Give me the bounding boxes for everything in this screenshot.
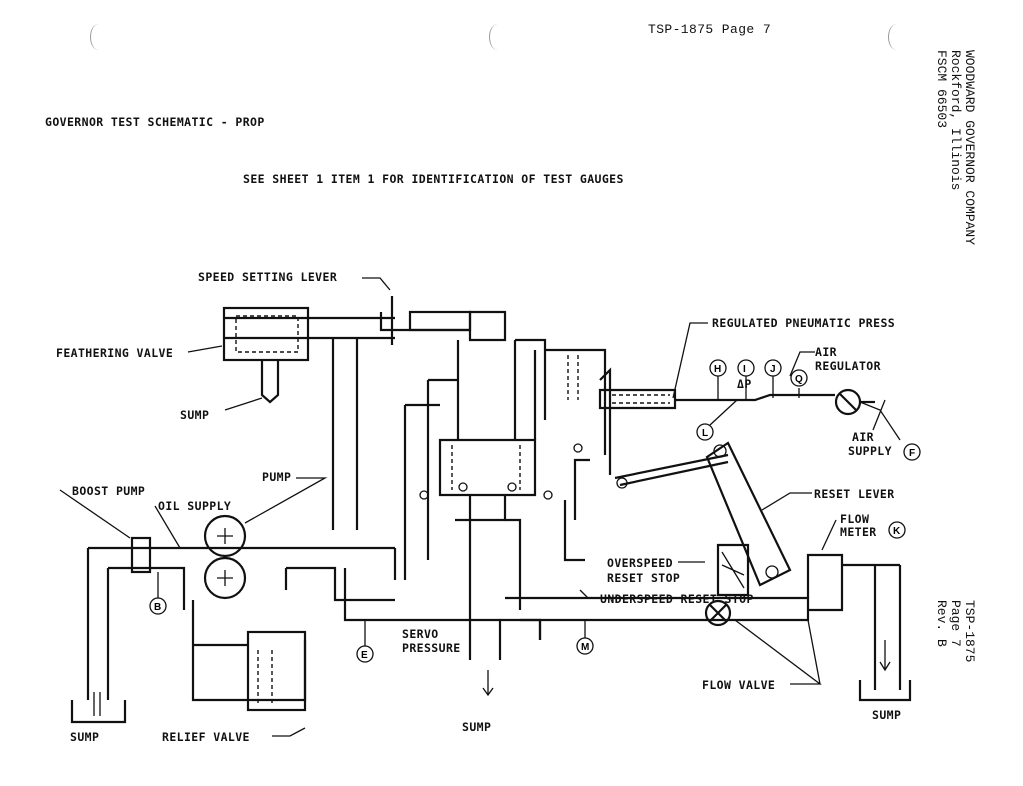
label-servo-pressure-1: SERVO <box>402 627 439 641</box>
revision-block: TSP-1875 Page 7 Rev. B <box>934 600 977 663</box>
company-city: Rockford, Illinois <box>948 50 963 191</box>
company-name: WOODWARD GOVERNOR COMPANY <box>962 50 977 246</box>
gauge-b: B <box>154 602 161 613</box>
label-sump-right: SUMP <box>872 708 902 722</box>
label-sump-top: SUMP <box>180 408 210 422</box>
revision-doc: TSP-1875 <box>962 600 977 663</box>
gauge-h: H <box>714 364 721 375</box>
gauge-m: M <box>581 642 589 653</box>
feathering-valve <box>222 306 395 404</box>
label-pump: PUMP <box>262 470 292 484</box>
label-flow-valve: FLOW VALVE <box>702 678 776 692</box>
sump-center <box>482 670 494 697</box>
gauge-l: L <box>702 428 708 439</box>
label-flow-meter-2: METER <box>840 525 877 539</box>
leader-lines <box>59 277 901 737</box>
relief-valve-body <box>191 600 307 712</box>
label-air-regulator-1: AIR <box>815 345 837 359</box>
company-block: WOODWARD GOVERNOR COMPANY Rockford, Illi… <box>934 50 977 246</box>
gauge-i: I <box>743 364 746 375</box>
label-underspeed-reset-stop: UNDERSPEED RESET STOP <box>600 592 754 606</box>
label-feathering-valve: FEATHERING VALVE <box>56 346 174 360</box>
label-relief-valve: RELIEF VALVE <box>162 730 250 744</box>
sump-left <box>70 692 127 724</box>
revision-rev: Rev. B <box>934 600 949 647</box>
label-servo-pressure-2: PRESSURE <box>402 641 461 655</box>
gauge-k: K <box>893 526 901 537</box>
pilot-valve-body <box>403 310 612 660</box>
binder-hole <box>888 24 905 50</box>
oil-supply-line <box>86 546 902 700</box>
label-flow-meter-1: FLOW <box>840 512 870 526</box>
label-air-supply-2: SUPPLY <box>848 444 892 458</box>
label-sump-left: SUMP <box>70 730 100 744</box>
label-regulated-pneumatic-press: REGULATED PNEUMATIC PRESS <box>712 316 896 330</box>
company-fscm: FSCM 66503 <box>934 50 949 129</box>
gauge-e: E <box>361 650 368 661</box>
label-oil-supply: OIL SUPPLY <box>158 499 232 513</box>
gauge-f: F <box>909 448 915 459</box>
label-sump-center: SUMP <box>462 720 492 734</box>
label-overspeed-reset-stop-2: RESET STOP <box>607 571 681 585</box>
binder-hole <box>90 24 107 50</box>
label-boost-pump: BOOST PUMP <box>72 484 146 498</box>
sump-right <box>858 640 912 702</box>
label-delta-p: ΔP <box>737 377 752 391</box>
flow-valve <box>704 599 732 627</box>
revision-page: Page 7 <box>948 600 963 647</box>
reset-lever <box>614 441 792 597</box>
gauge-q: Q <box>795 374 803 385</box>
label-air-supply-1: AIR <box>852 430 874 444</box>
label-air-regulator-2: REGULATOR <box>815 359 881 373</box>
pump-pair <box>203 514 247 600</box>
binder-hole <box>489 24 506 50</box>
page-subtitle: SEE SHEET 1 ITEM 1 FOR IDENTIFICATION OF… <box>243 172 624 186</box>
gauge-markers: H I J Q L F K B E M <box>149 359 921 663</box>
label-reset-lever: RESET LEVER <box>814 487 895 501</box>
page-title: GOVERNOR TEST SCHEMATIC - PROP <box>45 115 265 129</box>
document-reference: TSP-1875 Page 7 <box>648 22 772 37</box>
boost-pump <box>130 536 152 574</box>
gauge-j: J <box>770 364 776 375</box>
label-overspeed-reset-stop-1: OVERSPEED <box>607 556 673 570</box>
label-speed-setting-lever: SPEED SETTING LEVER <box>198 270 338 284</box>
